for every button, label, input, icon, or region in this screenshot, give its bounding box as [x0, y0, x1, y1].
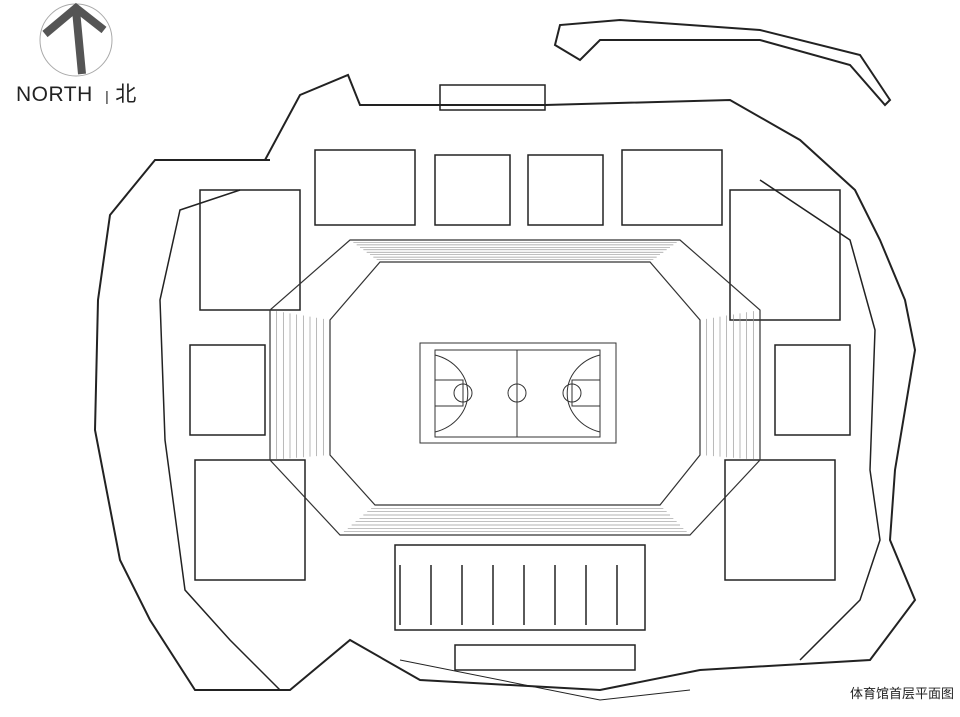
room: [454, 644, 636, 671]
room: [199, 189, 301, 311]
room: [439, 84, 546, 111]
room: [527, 154, 604, 226]
seating-bowl: [269, 239, 761, 536]
room: [724, 459, 836, 581]
drawing-title: 体育馆首层平面图: [850, 687, 955, 702]
room: [729, 189, 841, 321]
room: [314, 149, 416, 226]
north-arrow-icon: [42, 2, 107, 38]
inner-corridor-east: [759, 179, 881, 661]
service-rooms: [189, 84, 851, 671]
room: [621, 149, 723, 226]
outer-boundary-wall: [93, 73, 917, 692]
room: [189, 344, 266, 436]
basketball-court: [419, 342, 617, 444]
seating-outer-edge: [269, 239, 761, 536]
seating-inner-edge: [329, 261, 701, 506]
south-ramp: [399, 659, 691, 701]
room: [194, 459, 306, 581]
north-compass: [39, 2, 113, 77]
north-separator: |: [105, 88, 110, 104]
north-label: NORTH | 北: [16, 78, 137, 108]
north-label-cn: 北: [115, 83, 137, 106]
north-entrance-wall: [553, 18, 892, 107]
room: [434, 154, 511, 226]
room: [774, 344, 851, 436]
inner-corridor-west: [159, 189, 281, 691]
room: [394, 544, 646, 631]
north-label-en: NORTH: [16, 83, 93, 106]
